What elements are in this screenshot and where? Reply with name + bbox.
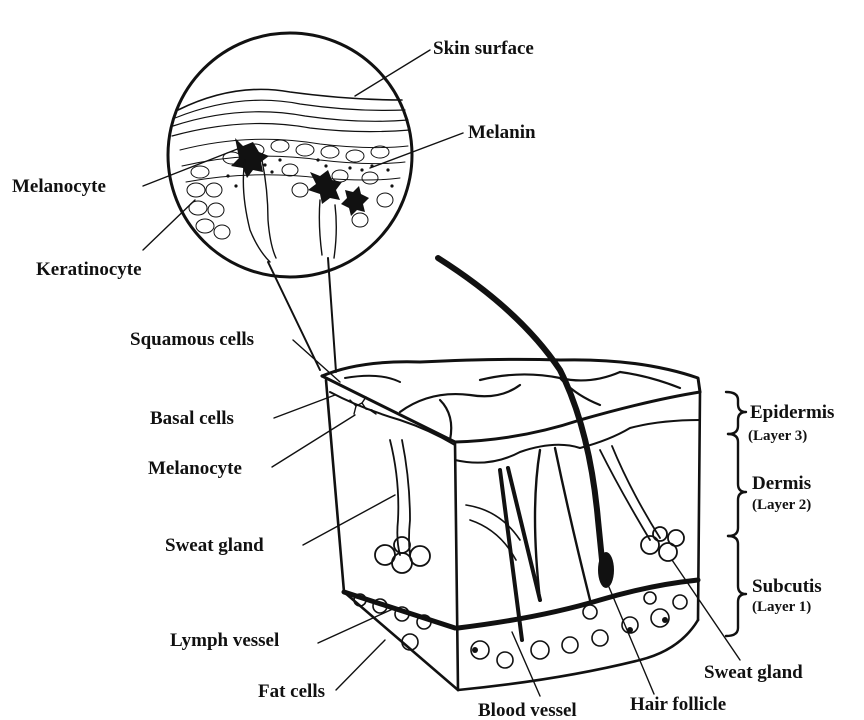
label-blood-vessel: Blood vessel xyxy=(478,700,577,720)
label-melanin: Melanin xyxy=(468,122,536,143)
magnified-layers xyxy=(172,89,410,182)
sweat-gland-right-coil xyxy=(641,527,684,561)
layer-brace xyxy=(726,392,746,636)
label-keratinocyte: Keratinocyte xyxy=(36,259,142,280)
layer-subcutis: Subcutis xyxy=(752,576,822,597)
sweat-gland-left-coil xyxy=(375,537,430,573)
label-skin-surface: Skin surface xyxy=(433,38,534,59)
layer-dermis: Dermis xyxy=(752,473,811,494)
layer-epidermis-sub: (Layer 3) xyxy=(748,428,807,444)
label-hair-follicle: Hair follicle xyxy=(630,694,726,715)
layer-subcutis-sub: (Layer 1) xyxy=(752,599,811,615)
skin-block xyxy=(322,258,700,690)
keratinocyte-cells xyxy=(187,140,393,239)
label-fat-cells: Fat cells xyxy=(258,681,325,702)
label-squamous-cells: Squamous cells xyxy=(130,329,254,350)
label-melanocyte-lower: Melanocyte xyxy=(148,458,242,479)
magnified-view xyxy=(168,33,412,277)
label-melanocyte-top: Melanocyte xyxy=(12,176,106,197)
label-basal-cells: Basal cells xyxy=(150,408,234,429)
layer-dermis-sub: (Layer 2) xyxy=(752,497,811,513)
leader-lines xyxy=(143,50,740,696)
layer-epidermis: Epidermis xyxy=(750,402,834,423)
label-sweat-gland-left: Sweat gland xyxy=(165,535,264,556)
label-sweat-gland-right: Sweat gland xyxy=(704,662,803,683)
label-lymph-vessel: Lymph vessel xyxy=(170,630,279,651)
melanocyte-cells xyxy=(231,138,369,262)
